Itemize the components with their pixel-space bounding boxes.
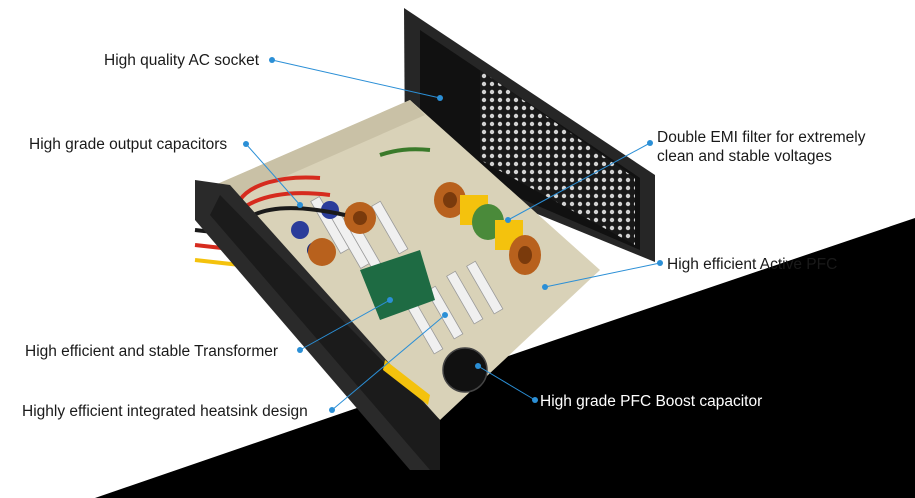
callout-pfc-capacitor: High grade PFC Boost capacitor (540, 393, 763, 410)
emi-filter-components (434, 182, 541, 275)
callout-ac-socket: High quality AC socket (104, 52, 260, 69)
callout-active-pfc: High efficient Active PFC (667, 256, 838, 273)
pfc-boost-capacitor (442, 347, 488, 393)
callout-leader-lines (245, 59, 661, 411)
fan-mesh-grille (480, 70, 635, 245)
callout-transformer: High efficient and stable Transformer (25, 343, 279, 360)
callout-heatsink: Highly efficient integrated heatsink des… (22, 403, 308, 420)
callout-dots (243, 57, 663, 413)
transformer (360, 250, 435, 320)
callout-output-capacitors: High grade output capacitors (29, 136, 228, 153)
callout-emi-filter: Double EMI filter for extremely clean an… (657, 129, 866, 165)
warning-sticker (383, 360, 430, 405)
output-capacitors (291, 201, 376, 266)
